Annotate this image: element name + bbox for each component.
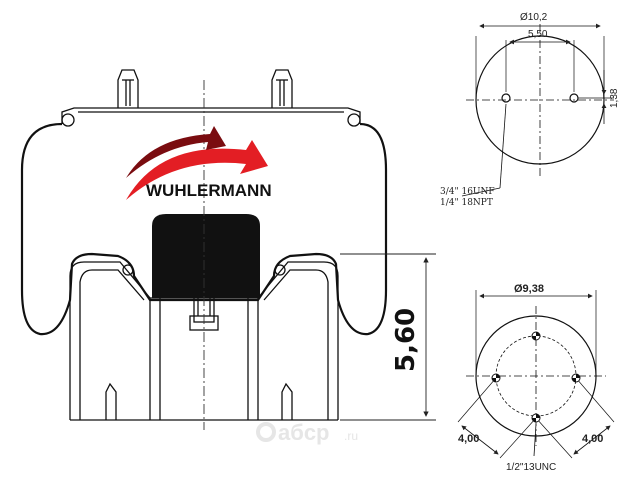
piston — [69, 261, 151, 420]
brand-name: WUHLERMANN — [146, 181, 272, 200]
gear-o-icon — [256, 422, 276, 442]
bottom-hole-right — [571, 373, 581, 383]
top-plate — [61, 107, 361, 124]
top-hole-left — [501, 93, 511, 103]
watermark-text: aбcp — [278, 420, 330, 445]
bottom-hole-left — [491, 373, 501, 383]
top-spacing-label: 5,50 — [528, 29, 548, 40]
bottom-hole-top — [531, 331, 541, 341]
height-label: 5,60 — [391, 308, 421, 372]
top-hole-right — [569, 93, 579, 103]
bottom-holes — [491, 331, 581, 423]
top-thread-2: 1/4" 18NPT — [440, 198, 493, 208]
bottom-hole-bottom — [531, 413, 541, 423]
top-offset-label: 1,38 — [609, 88, 620, 108]
top-stud-left — [117, 69, 139, 108]
watermark: aбcp .ru — [256, 420, 358, 445]
top-diameter-label: Ø10,2 — [520, 12, 548, 23]
watermark-suffix: .ru — [344, 429, 358, 443]
bottom-right-label: 4,00 — [582, 433, 603, 445]
bottom-thread-label: 1/2"13UNC — [506, 462, 556, 473]
top-view — [461, 23, 614, 197]
bottom-diameter-label: Ø9,38 — [514, 283, 544, 295]
brand-logo-icon — [126, 126, 268, 200]
bumper — [152, 214, 260, 298]
top-stud-right — [271, 69, 293, 108]
bottom-view — [457, 290, 615, 459]
top-thread-1: 3/4" 16UNF — [440, 187, 495, 197]
height-dimension — [340, 253, 436, 421]
bottom-left-label: 4,00 — [458, 433, 479, 445]
